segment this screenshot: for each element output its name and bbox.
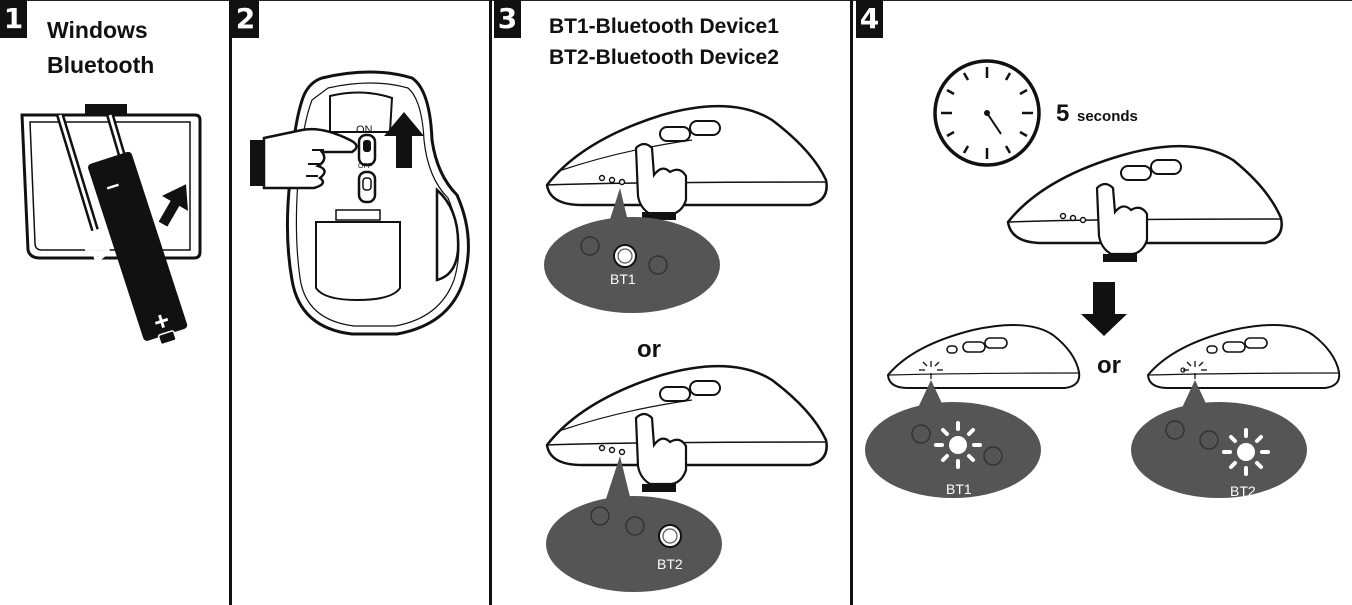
panel-step-3 <box>492 0 852 605</box>
aa-battery <box>88 151 188 346</box>
step-3-line-1: BT1-Bluetooth Device1 <box>549 15 779 38</box>
bt1-flash-label: BT1 <box>946 481 972 497</box>
mouse-underside-illustration <box>250 70 470 336</box>
up-arrow-icon <box>384 112 424 168</box>
panel-divider-3 <box>850 0 853 605</box>
bt1-callout-label: BT1 <box>610 271 636 287</box>
step-3-or-label: or <box>637 336 661 363</box>
step-number-1: 1 <box>0 0 27 38</box>
switch-off-label: OFF <box>358 163 372 170</box>
step-4-illustration: BT1 BT2 <box>865 59 1341 499</box>
step-4-or-label: or <box>1097 352 1121 379</box>
bt2-callout-bubble <box>546 496 722 592</box>
seconds-unit: seconds <box>1077 108 1138 125</box>
panel-divider-1 <box>229 0 232 605</box>
pressing-hand-icon <box>634 142 688 220</box>
step-1-title-line-1: Windows <box>47 17 148 43</box>
up-arrow-icon <box>158 184 188 227</box>
flashing-light-icon <box>1222 428 1270 476</box>
bt2-callout-label: BT2 <box>657 556 683 572</box>
step-3-line-2: BT2-Bluetooth Device2 <box>549 46 779 69</box>
panel-step-1 <box>0 0 230 605</box>
panel-step-4 <box>853 0 1352 605</box>
mouse-side-view-top: BT1 BT2 <box>544 104 828 592</box>
pressing-hand-icon <box>634 412 688 492</box>
step-1-title-line-2: Bluetooth <box>47 52 155 78</box>
panel-step-2 <box>232 0 490 605</box>
bt2-flash-callout-bubble <box>1131 402 1307 498</box>
down-arrow-icon <box>1081 282 1127 336</box>
step-number-2: 2 <box>232 0 259 38</box>
pointing-hand-icon <box>250 127 358 190</box>
flashing-light-icon <box>934 421 982 469</box>
battery-compartment-illustration <box>20 104 202 346</box>
bt2-flash-label: BT2 <box>1230 483 1256 499</box>
seconds-value: 5 <box>1056 100 1070 127</box>
panel-divider-2 <box>489 0 492 605</box>
switch-on-label: ON <box>356 124 373 136</box>
clock-icon <box>933 59 1041 167</box>
step-number-4: 4 <box>856 0 883 38</box>
step-number-3: 3 <box>494 0 521 38</box>
pressing-hand-icon <box>1095 182 1149 262</box>
